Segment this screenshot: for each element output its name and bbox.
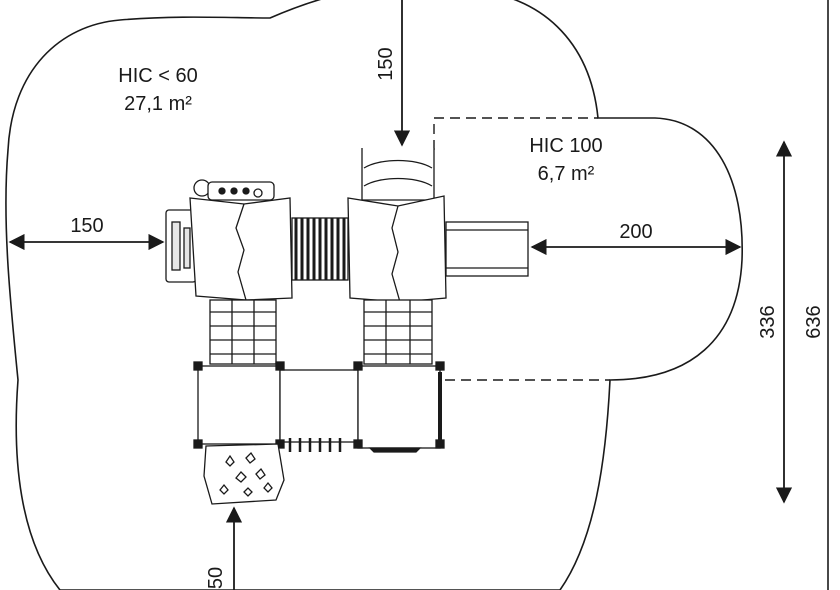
entry-ramp-curve-1 xyxy=(363,159,433,169)
zone-hic60-label: HIC < 60 xyxy=(118,65,197,87)
chain-bridge xyxy=(288,438,342,452)
dim-label-336: 336 xyxy=(757,305,779,338)
deck-lower-middle xyxy=(279,369,359,443)
ladder-left xyxy=(209,299,277,365)
play-structure xyxy=(165,148,529,505)
dim-label-top: 150 xyxy=(375,47,397,80)
control-knob-1 xyxy=(218,187,226,195)
control-knob-2 xyxy=(230,187,238,195)
control-knob-3 xyxy=(242,187,250,195)
entry-ramp-curve-2 xyxy=(363,177,433,187)
dim-label-636: 636 xyxy=(803,305,825,338)
deck-lower-right xyxy=(357,365,441,449)
roof-left-ridge xyxy=(235,203,247,301)
ladder-right xyxy=(363,299,433,365)
dim-label-bottom: 50 xyxy=(205,567,227,589)
slide xyxy=(445,221,529,277)
control-panel xyxy=(207,181,275,201)
activity-panel-inner-2 xyxy=(183,227,191,269)
crawl-tunnel-ribs xyxy=(294,218,346,280)
entry-ramp-top xyxy=(361,148,435,201)
zone-hic60-area: 27,1 m² xyxy=(124,93,192,115)
zone-hic100-label: HIC 100 xyxy=(529,135,602,157)
bottom-deck-edge xyxy=(368,447,422,453)
dim-label-left: 150 xyxy=(70,215,103,237)
support-posts xyxy=(193,361,445,449)
deck-lower-left xyxy=(197,365,281,445)
zone-hic100-area: 6,7 m² xyxy=(538,163,595,185)
safety-zone-outline-hic60 xyxy=(5,0,743,590)
climbing-wall xyxy=(203,443,285,505)
roof-right-ridge xyxy=(391,205,401,303)
activity-panel-inner xyxy=(171,221,181,271)
climbing-holds xyxy=(219,451,273,497)
dim-label-right: 200 xyxy=(619,221,652,243)
safety-zone-boundary-hic100 xyxy=(433,117,610,381)
control-knob-4 xyxy=(253,188,263,198)
